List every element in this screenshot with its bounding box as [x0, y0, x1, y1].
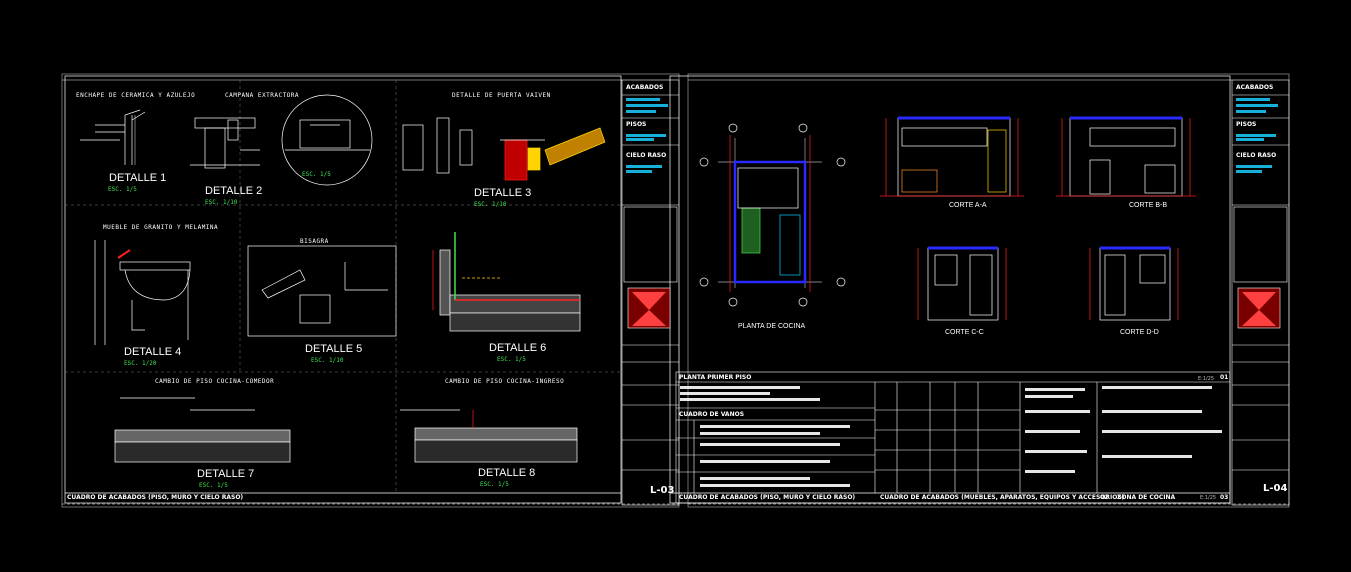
right-side-acabados: ACABADOS — [1236, 84, 1274, 91]
kitchen-plan — [699, 123, 846, 307]
detail-5-drawing — [247, 245, 397, 337]
circle-detail-scale: ESC. 1/5 — [302, 171, 331, 178]
corte-b-label: CORTE B-B — [1129, 202, 1167, 209]
heading-campana: CAMPANA EXTRACTORA — [225, 92, 300, 99]
corte-a-label: CORTE A-A — [949, 202, 987, 209]
left-side-acabados: ACABADOS — [626, 84, 664, 91]
detail-6-scale: ESC. 1/5 — [497, 356, 526, 363]
right-bottom-left-title: CUADRO DE ACABADOS (PISO, MURO Y CIELO R… — [679, 494, 856, 501]
heading-cambio-ingreso: CAMBIO DE PISO COCINA-INGRESO — [445, 378, 565, 385]
detail-8-drawing — [400, 409, 578, 463]
finishes-table — [675, 371, 1231, 504]
number-2: 02 — [1100, 494, 1109, 501]
heading-cambio-comedor: CAMBIO DE PISO COCINA-COMEDOR — [155, 378, 275, 385]
detail-3-title: DETALLE 3 — [474, 187, 532, 199]
detail-2-title: DETALLE 2 — [205, 185, 263, 197]
plan-label: PLANTA DE COCINA — [738, 323, 806, 330]
title-block-left — [621, 79, 680, 506]
table-title: PLANTA PRIMER PISO — [679, 374, 752, 381]
scale-1: E:1/25 — [1198, 376, 1215, 382]
title-block-right — [1231, 79, 1290, 506]
right-side-cielo: CIELO RASO — [1236, 152, 1277, 159]
detail-3-drawing — [402, 117, 606, 181]
detail-4-drawing — [94, 240, 191, 345]
corte-d-label: CORTE D-D — [1120, 329, 1159, 336]
table-subtitle: CUADRO DE VANOS — [679, 411, 745, 418]
heading-enchape: ENCHAPE DE CERAMICA Y AZULEJO — [76, 92, 196, 99]
heading-bisagra: BISAGRA — [300, 238, 329, 245]
left-sheet-number: L-03 — [650, 485, 675, 496]
number-1: 01 — [1220, 374, 1229, 381]
detail-7-drawing — [114, 397, 291, 463]
detail-5-scale: ESC. 1/10 — [311, 357, 344, 364]
sheet-borders — [61, 73, 1290, 508]
detail-6-title: DETALLE 6 — [489, 342, 547, 354]
heading-puerta: DETALLE DE PUERTA VAIVEN — [452, 92, 551, 99]
right-bottom-right-title: ZONA DE COCINA — [1117, 494, 1176, 501]
detail-4-title: DETALLE 4 — [124, 346, 182, 358]
detail-1-scale: ESC. 1/5 — [108, 186, 137, 193]
side-bars-right — [1236, 98, 1278, 173]
scale-3: E:1/25 — [1200, 495, 1217, 501]
heading-mueble: MUEBLE DE GRANITO Y MELAMINA — [103, 224, 219, 231]
corte-d-drawing — [1089, 246, 1179, 321]
right-side-pisos: PISOS — [1236, 121, 1257, 128]
detail-8-title: DETALLE 8 — [478, 467, 536, 479]
side-bars-left — [626, 98, 668, 173]
right-sheet-number: L-04 — [1263, 483, 1288, 494]
corte-c-drawing — [917, 246, 1007, 321]
detail-7-scale: ESC. 1/5 — [199, 482, 228, 489]
detail-6-drawing — [432, 232, 581, 332]
left-side-cielo: CIELO RASO — [626, 152, 667, 159]
detail-3-scale: ESC. 1/10 — [474, 201, 507, 208]
left-side-pisos: PISOS — [626, 121, 647, 128]
detail-1-title: DETALLE 1 — [109, 172, 167, 184]
logo-right — [1237, 287, 1281, 329]
detail-8-scale: ESC. 1/5 — [480, 481, 509, 488]
detail-4-scale: ESC. 1/20 — [124, 360, 157, 367]
left-bottom-title: CUADRO DE ACABADOS (PISO, MURO Y CIELO R… — [67, 494, 244, 501]
corte-b-drawing — [1056, 116, 1196, 197]
detail-1-drawing — [80, 109, 146, 165]
corte-a-drawing — [880, 116, 1024, 197]
number-3: 03 — [1220, 494, 1229, 501]
detail-2-drawing — [190, 94, 373, 186]
detail-7-title: DETALLE 7 — [197, 468, 255, 480]
right-bottom-mid-title: CUADRO DE ACABADOS (MUEBLES, APARATOS, E… — [880, 494, 1125, 501]
logo-left — [627, 287, 671, 329]
table-bars — [680, 386, 1222, 487]
corte-c-label: CORTE C-C — [945, 329, 984, 336]
detail-5-title: DETALLE 5 — [305, 343, 363, 355]
detail-2-scale: ESC. 1/10 — [205, 199, 238, 206]
